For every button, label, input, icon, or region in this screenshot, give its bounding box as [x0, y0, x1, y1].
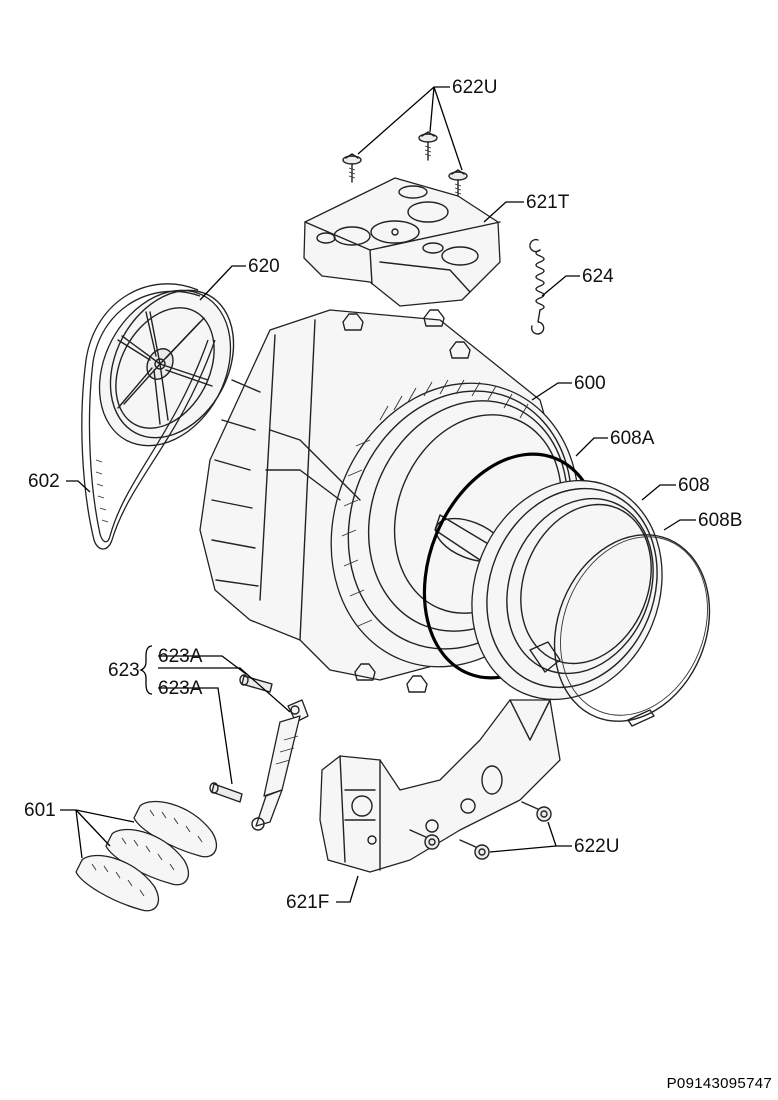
door-seal-608 — [471, 479, 663, 701]
screw-bottom-right — [521, 801, 552, 822]
leader-lines — [60, 86, 696, 903]
tub-studs — [342, 309, 471, 693]
label-621t: 621T — [526, 192, 570, 213]
feet-601 — [75, 800, 217, 912]
callout-labels: 622U 621T 620 624 600 608A 602 608 608B … — [24, 77, 742, 913]
belt-602 — [81, 283, 216, 550]
label-623a-upper: 623A — [158, 646, 203, 667]
counterweight-621f — [319, 699, 561, 873]
screws-622u-bottom — [409, 801, 552, 860]
screws-622u-top — [342, 131, 468, 198]
label-624: 624 — [582, 266, 614, 287]
label-602: 602 — [28, 471, 60, 492]
pulley-620 — [98, 289, 235, 447]
counterweight-621t — [303, 177, 501, 307]
foot-3 — [75, 854, 159, 912]
spring-624 — [529, 238, 545, 335]
screw-top-right — [448, 169, 468, 198]
pin-623a-lower — [209, 782, 243, 803]
drawing-code: P09143095747 — [666, 1075, 772, 1092]
shock-absorber-623 — [251, 699, 309, 831]
screw-top-left — [342, 153, 362, 183]
label-620: 620 — [248, 256, 280, 277]
label-623a-lower: 623A — [158, 678, 203, 699]
label-623: 623 — [108, 660, 140, 681]
label-622u-top: 622U — [452, 77, 497, 98]
label-600: 600 — [574, 373, 606, 394]
label-601: 601 — [24, 800, 56, 821]
pin-623a-upper — [239, 674, 273, 693]
screw-bottom-middle — [409, 829, 440, 850]
label-608a: 608A — [610, 428, 655, 449]
label-621f: 621F — [286, 892, 329, 913]
label-622u-bottom: 622U — [574, 836, 619, 857]
clamp-ring-608b — [553, 534, 711, 727]
label-608: 608 — [678, 475, 710, 496]
label-608b: 608B — [698, 510, 742, 531]
screw-bottom-lower — [459, 839, 490, 860]
screw-top-middle — [418, 131, 438, 161]
